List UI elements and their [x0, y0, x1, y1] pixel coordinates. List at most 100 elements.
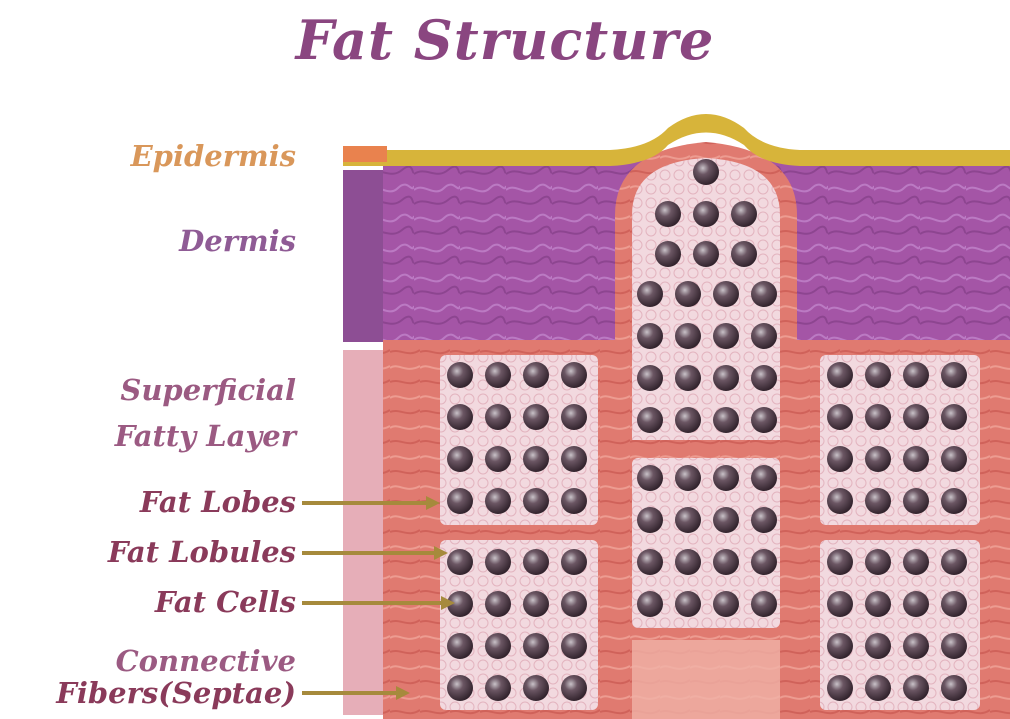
- fat-cell: [903, 362, 929, 388]
- fat-cell: [903, 446, 929, 472]
- fat-cell: [941, 362, 967, 388]
- fat-cell: [523, 404, 549, 430]
- fat-cell: [637, 281, 663, 307]
- label-fat-lobules: Fat Lobules: [108, 536, 296, 568]
- fat-cell: [941, 446, 967, 472]
- fat-cell: [827, 633, 853, 659]
- fat-cell: [903, 633, 929, 659]
- fat-cell: [655, 241, 681, 267]
- fat-cell: [485, 488, 511, 514]
- fat-cell: [865, 446, 891, 472]
- fat-cell: [827, 591, 853, 617]
- fat-cell: [561, 362, 587, 388]
- fat-cell: [713, 281, 739, 307]
- fat-cell: [447, 404, 473, 430]
- label-superficial-line2: Fatty Layer: [115, 420, 296, 452]
- label-epidermis: Epidermis: [131, 140, 296, 172]
- fat-cell: [675, 407, 701, 433]
- fat-cell: [485, 633, 511, 659]
- fat-cell: [637, 465, 663, 491]
- fat-cell: [903, 488, 929, 514]
- fat-cell: [561, 446, 587, 472]
- fat-cell: [751, 407, 777, 433]
- fat-cell: [903, 591, 929, 617]
- fat-cell: [447, 633, 473, 659]
- fat-cell: [523, 488, 549, 514]
- fat-cell: [523, 675, 549, 701]
- label-connective-line2: Fibers(Septae): [56, 677, 296, 709]
- fat-cell: [941, 675, 967, 701]
- fat-cell: [693, 241, 719, 267]
- fat-cell: [941, 549, 967, 575]
- fat-cell: [485, 404, 511, 430]
- label-fat-cells: Fat Cells: [155, 586, 296, 618]
- fat-cell: [447, 549, 473, 575]
- fat-cell: [561, 404, 587, 430]
- fat-cell: [713, 365, 739, 391]
- fatty-layer-strip: [343, 350, 383, 715]
- fat-cell: [865, 404, 891, 430]
- epidermis-edge: [343, 146, 387, 162]
- connective-area-center: [632, 640, 780, 719]
- fat-cell: [675, 591, 701, 617]
- fat-cell: [675, 365, 701, 391]
- fat-cell: [865, 591, 891, 617]
- fat-cell: [731, 201, 757, 227]
- fat-cell: [523, 446, 549, 472]
- fat-cell: [637, 365, 663, 391]
- fat-cell: [827, 675, 853, 701]
- fat-cell: [941, 591, 967, 617]
- fat-cell: [751, 507, 777, 533]
- fat-cell: [523, 362, 549, 388]
- fat-cell: [827, 446, 853, 472]
- fat-cell: [447, 446, 473, 472]
- fat-cell: [637, 507, 663, 533]
- fat-cell: [827, 362, 853, 388]
- fat-cell: [523, 549, 549, 575]
- fat-cell: [485, 591, 511, 617]
- fat-cell: [751, 281, 777, 307]
- fat-cell: [637, 591, 663, 617]
- fat-cell: [865, 488, 891, 514]
- fat-cell: [637, 407, 663, 433]
- fat-cell: [561, 549, 587, 575]
- fat-cell: [751, 591, 777, 617]
- fat-cell: [523, 633, 549, 659]
- fat-cell: [751, 365, 777, 391]
- fat-cell: [865, 362, 891, 388]
- fat-cell: [941, 488, 967, 514]
- fat-cell: [713, 549, 739, 575]
- fat-cell: [447, 488, 473, 514]
- dermis-strip: [343, 170, 383, 342]
- fat-cell: [655, 201, 681, 227]
- fat-cell: [675, 465, 701, 491]
- fat-cell: [865, 633, 891, 659]
- fat-cell: [751, 465, 777, 491]
- fat-cell: [865, 675, 891, 701]
- fat-cell: [523, 591, 549, 617]
- fat-cell: [713, 507, 739, 533]
- fat-cell: [637, 549, 663, 575]
- fat-cell: [561, 675, 587, 701]
- label-dermis: Dermis: [179, 225, 296, 257]
- label-superficial-line1: Superficial: [120, 374, 296, 406]
- fat-cell: [693, 159, 719, 185]
- fat-cell: [561, 591, 587, 617]
- fat-cell: [447, 362, 473, 388]
- fat-cell: [485, 549, 511, 575]
- fat-cell: [713, 591, 739, 617]
- fat-cell: [713, 407, 739, 433]
- fat-cell: [941, 404, 967, 430]
- fat-cell: [675, 281, 701, 307]
- label-fat-lobes: Fat Lobes: [140, 486, 296, 518]
- fat-cell: [941, 633, 967, 659]
- fat-cell: [865, 549, 891, 575]
- fat-cell: [713, 465, 739, 491]
- fat-cell: [827, 549, 853, 575]
- fat-cell: [675, 323, 701, 349]
- fat-cell: [751, 549, 777, 575]
- fat-cell: [561, 488, 587, 514]
- fat-cell: [485, 362, 511, 388]
- fat-cell: [447, 675, 473, 701]
